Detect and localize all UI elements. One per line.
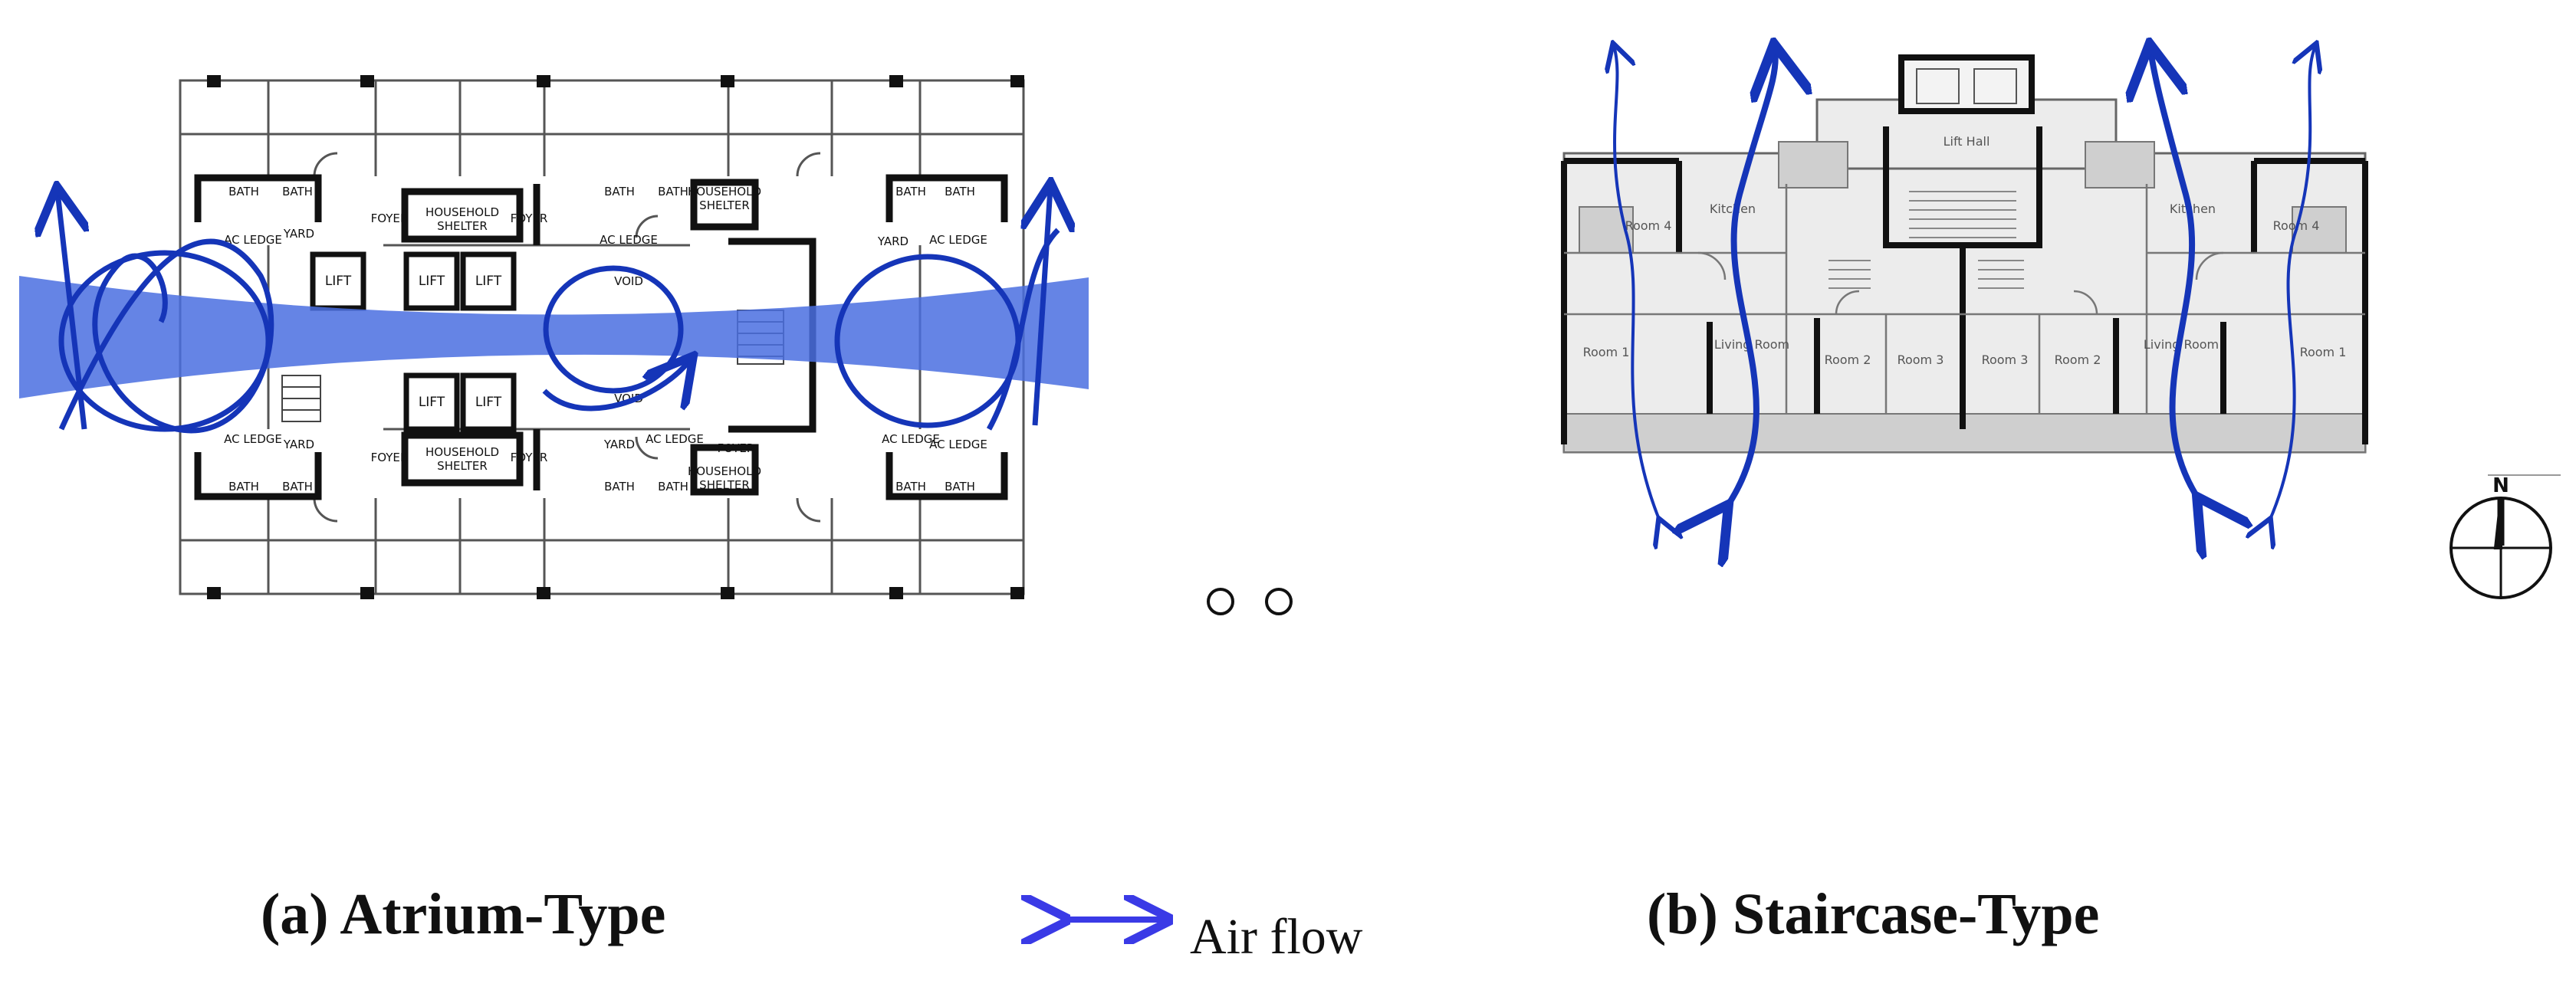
label-shelter: SHELTER [699,198,750,212]
label-household: HOUSEHOLD [426,445,499,459]
airflow-wave-1 [1614,46,1660,521]
airflow-wave-2 [1725,50,1776,510]
label-foyer: FOYER [371,212,409,225]
atrium-floor-plan: BATH BATH AC LEDGE YARD FOYER HOUSEHOLD … [179,75,1025,599]
label-ac-ledge: AC LEDGE [929,438,987,451]
label-foyer: FOYER [718,441,755,455]
label-room-1: Room 1 [1583,345,1630,359]
label-household: HOUSEHOLD [688,464,761,478]
label-bath: BATH [945,185,975,198]
label-room-2: Room 2 [2055,352,2101,367]
legend-label: Air flow [1190,909,1363,965]
airflow-arrow-left [58,192,84,430]
label-bath: BATH [895,480,926,494]
label-bath: BATH [228,480,259,494]
airflow-circle-center [543,265,684,394]
caption-atrium-type: (a) Atrium-Type [261,882,666,946]
label-bath: BATH [658,480,688,494]
airflow-wave-4 [2269,46,2315,521]
label-bath: BATH [282,480,313,494]
label-bath: BATH [228,185,259,198]
label-foyer: FOYER [511,212,548,225]
label-ac-ledge: AC LEDGE [224,432,282,446]
label-ac-ledge: AC LEDGE [929,233,987,247]
airflow-swirl-center [542,360,690,412]
label-lift: LIFT [419,395,445,410]
label-bath: BATH [945,480,975,494]
staircase-floor-plan: Lift Hall Kitchen Kitchen Room 4 Room 4 … [1561,54,2368,454]
label-yard: YARD [603,438,635,451]
label-lift: LIFT [325,274,352,289]
label-foyer: FOYER [371,451,409,464]
label-bath: BATH [604,480,635,494]
label-room-1: Room 1 [2300,345,2347,359]
label-lift: LIFT [475,274,502,289]
label-shelter: SHELTER [699,478,750,492]
airflow-band [19,276,1089,398]
label-household: HOUSEHOLD [426,205,499,219]
atrium-airflow [19,188,1089,434]
label-ac-ledge: AC LEDGE [600,233,658,247]
label-yard: YARD [877,234,909,248]
label-room-2: Room 2 [1825,352,1871,367]
caption-staircase-type: (b) Staircase-Type [1647,882,2100,946]
decorative-circle [1265,588,1293,615]
airflow-wave-3 [2150,50,2200,502]
label-yard: YARD [283,438,314,451]
north-compass: N [2450,474,2561,599]
label-ac-ledge: AC LEDGE [224,233,282,247]
label-room-3: Room 3 [1982,352,2029,367]
label-lift-hall: Lift Hall [1944,134,1990,149]
label-lift: LIFT [475,395,502,410]
label-household: HOUSEHOLD [688,185,761,198]
label-bath: BATH [282,185,313,198]
airflow-circle-left [58,250,271,432]
decorative-circle [1207,588,1234,615]
label-room-4: Room 4 [1625,218,1672,233]
label-ac-ledge: AC LEDGE [882,432,940,446]
label-room-3: Room 3 [1898,352,1944,367]
label-void: VOID [614,274,643,288]
compass-label: N [2492,474,2509,497]
label-bath: BATH [604,185,635,198]
label-lift: LIFT [419,274,445,289]
staircase-airflow [1614,46,2315,521]
airflow-cross-right [986,228,1060,431]
label-bath: BATH [895,185,926,198]
label-foyer: FOYER [511,451,548,464]
label-bath: BATH [658,185,688,198]
label-yard: YARD [283,227,314,241]
label-shelter: SHELTER [437,219,488,233]
label-shelter: SHELTER [437,459,488,473]
airflow-arrow-right [1035,188,1050,426]
label-ac-ledge: AC LEDGE [646,432,704,446]
